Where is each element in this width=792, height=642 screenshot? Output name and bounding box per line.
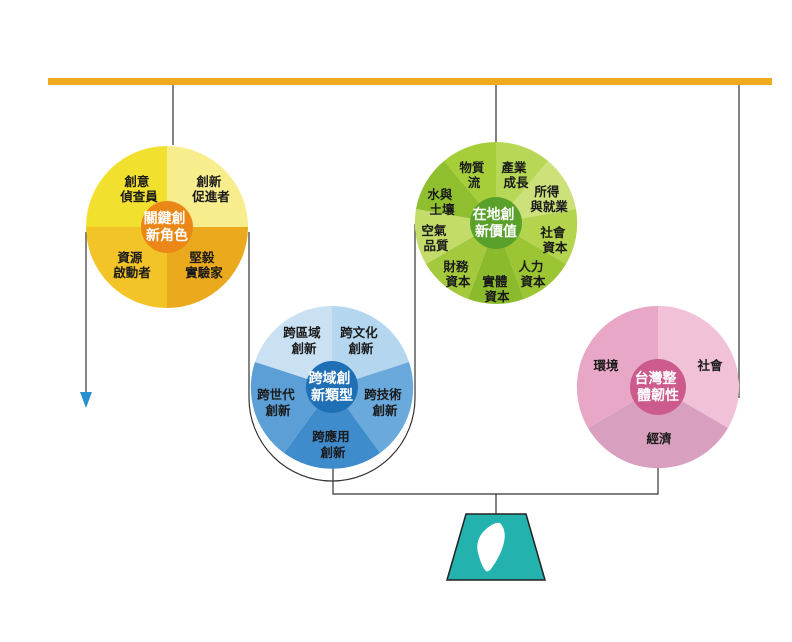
roles-label-facilitator: 創新 促進者 <box>191 174 230 204</box>
values-label-financial-capital: 財務 資本 <box>442 259 472 289</box>
types-label-cross-technology: 跨技術 創新 <box>364 387 406 418</box>
values-label-industry-growth: 產業 成長 <box>500 160 530 190</box>
resilience-label-environment: 環境 <box>593 358 619 373</box>
types-segment-cross-region <box>255 306 332 387</box>
values-label-income-employment: 所得 與就業 <box>530 184 568 214</box>
balance-base <box>446 513 546 581</box>
values-label-human-capital: 人力 資本 <box>518 259 547 289</box>
types-label-cross-region: 跨區域 創新 <box>283 325 325 356</box>
resilience-label-society: 社會 <box>696 358 723 373</box>
types-label-cross-application: 跨應用 創新 <box>312 429 354 460</box>
values-center <box>470 197 522 249</box>
types-center <box>306 361 358 413</box>
types-circle: 跨域創 新類型 跨區域 創新 跨文化 創新 跨技術 創新 跨應用 創新 跨世代 … <box>250 306 414 469</box>
roles-label-experimenter: 堅毅 實驗家 <box>185 250 223 280</box>
values-label-physical-capital: 實體 資本 <box>482 274 511 304</box>
resilience-circle: 台灣整 體韌性 環境 社會 經濟 <box>576 305 740 469</box>
values-label-material-flow: 物質 流 <box>459 160 488 190</box>
resilience-segment-economy <box>588 387 728 469</box>
resilience-label-economy: 經濟 <box>646 431 672 446</box>
resilience-center-title: 台灣整 體韌性 <box>635 370 682 404</box>
types-label-cross-generation: 跨世代 創新 <box>257 387 299 418</box>
roles-segment-bottom-left <box>86 227 167 308</box>
types-segment-cross-application <box>284 387 380 469</box>
roles-segment-top-right <box>167 146 248 227</box>
roles-segment-bottom-right <box>167 227 248 308</box>
roles-center-title: 關鍵創 新角色 <box>144 210 191 244</box>
types-center-title: 跨域創 新類型 <box>309 370 356 404</box>
resilience-center <box>630 359 686 415</box>
values-center-title: 在地創 新價值 <box>473 206 520 240</box>
values-segment-physical-capital <box>468 223 524 304</box>
types-label-cross-culture: 跨文化 創新 <box>340 325 382 356</box>
values-circle: 在地創 新價值 物質 流 產業 成長 所得 與就業 社會 資本 人力 資本 實體… <box>414 142 578 304</box>
roles-label-scout: 創意 偵查員 <box>119 174 158 204</box>
taiwan-map-icon <box>477 522 505 572</box>
connector-line <box>85 85 740 514</box>
values-label-water-soil: 水與 土壤 <box>427 187 456 217</box>
roles-circle: 關鍵創 新角色 創意 偵查員 創新 促進者 堅毅 實驗家 資源 啟動者 <box>86 146 248 308</box>
values-label-social-capital: 社會 資本 <box>539 225 569 255</box>
values-label-air-quality: 空氣 品質 <box>421 223 450 253</box>
roles-label-initiator: 資源 啟動者 <box>113 250 151 280</box>
top-bar <box>48 78 772 85</box>
types-segment-cross-culture <box>332 306 409 387</box>
roles-center <box>141 201 193 253</box>
down-arrow-icon <box>80 392 92 408</box>
roles-segment-top-left <box>86 146 167 227</box>
